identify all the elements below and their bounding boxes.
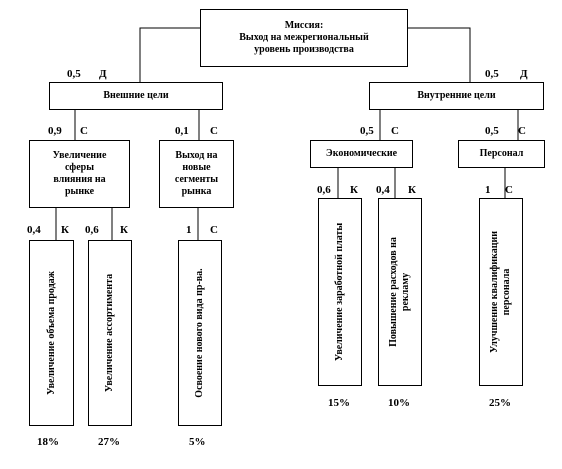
salary-box: Увеличение заработной платы: [318, 198, 362, 386]
mission-box: Миссия: Выход на межрегиональный уровень…: [200, 9, 408, 67]
qualification-type: С: [505, 184, 513, 196]
advert-weight: 0,4: [376, 184, 390, 196]
advertising-line2: рекламу: [400, 272, 411, 312]
internal-goals-box: Внутренние цели: [369, 82, 544, 110]
advertising-line1: Повышение расходов на: [388, 237, 399, 347]
new-production-box: Освоение нового вида пр-ва.: [178, 240, 222, 426]
salary-text: Увеличение заработной платы: [334, 222, 345, 362]
qualification-weight: 1: [485, 184, 491, 196]
new-segments-box: Выход на новые сегменты рынка: [159, 140, 234, 208]
internal-type: Д: [520, 68, 528, 80]
segments-line2: новые: [182, 162, 211, 173]
sales-volume-box: Увеличение объема продаж: [29, 240, 74, 426]
segments-line4: рынка: [181, 186, 212, 197]
sphere-line3: влияния на: [53, 174, 106, 185]
sphere-weight: 0,9: [48, 125, 62, 137]
assortment-text: Увеличение ассортимента: [104, 273, 115, 393]
economic-weight: 0,5: [360, 125, 374, 137]
staff-weight: 0,5: [485, 125, 499, 137]
economic-label: Экономические: [325, 148, 398, 159]
qualification-line2: персонала: [501, 268, 512, 316]
staff-type: С: [518, 125, 526, 137]
assortment-box: Увеличение ассортимента: [88, 240, 132, 426]
sphere-line4: рынке: [64, 186, 95, 197]
qualification-text: Улучшение квалификации персонала: [489, 231, 513, 353]
sales-type: К: [61, 224, 69, 236]
salary-weight: 0,6: [317, 184, 331, 196]
mission-line3: уровень производства: [254, 44, 354, 55]
salary-type: К: [350, 184, 358, 196]
staff-box: Персонал: [458, 140, 545, 168]
sales-weight: 0,4: [27, 224, 41, 236]
sphere-line2: сферы: [64, 162, 95, 173]
economic-box: Экономические: [310, 140, 413, 168]
salary-percent: 15%: [328, 397, 350, 409]
segments-line1: Выход на: [175, 150, 218, 161]
segments-weight: 0,1: [175, 125, 189, 137]
assortment-percent: 27%: [98, 436, 120, 448]
sphere-line1: Увеличение: [52, 150, 107, 161]
advertising-text: Повышение расходов на рекламу: [388, 237, 412, 347]
sales-volume-text: Увеличение объема продаж: [45, 271, 57, 395]
internal-goals-label: Внутренние цели: [417, 90, 496, 101]
newprod-weight: 1: [186, 224, 192, 236]
qualification-box: Улучшение квалификации персонала: [479, 198, 523, 386]
sphere-type: С: [80, 125, 88, 137]
external-goals-box: Внешние цели: [49, 82, 223, 110]
advert-type: К: [408, 184, 416, 196]
mission-title: Миссия:: [284, 20, 324, 31]
mission-line2: Выход на межрегиональный: [239, 32, 369, 43]
segments-line3: сегменты: [174, 174, 219, 185]
external-weight: 0,5: [67, 68, 81, 80]
new-production-text: Освоение нового вида пр-ва.: [194, 268, 205, 398]
external-type: Д: [99, 68, 107, 80]
advertising-box: Повышение расходов на рекламу: [378, 198, 422, 386]
sales-percent: 18%: [37, 436, 59, 448]
qualification-line1: Улучшение квалификации: [489, 230, 500, 354]
sphere-influence-box: Увеличение сферы влияния на рынке: [29, 140, 130, 208]
newprod-percent: 5%: [189, 436, 206, 448]
segments-type: С: [210, 125, 218, 137]
newprod-type: С: [210, 224, 218, 236]
economic-type: С: [391, 125, 399, 137]
assortment-type: К: [120, 224, 128, 236]
advert-percent: 10%: [388, 397, 410, 409]
assortment-weight: 0,6: [85, 224, 99, 236]
external-goals-label: Внешние цели: [103, 90, 169, 101]
qualification-percent: 25%: [489, 397, 511, 409]
staff-label: Персонал: [479, 148, 524, 159]
internal-weight: 0,5: [485, 68, 499, 80]
